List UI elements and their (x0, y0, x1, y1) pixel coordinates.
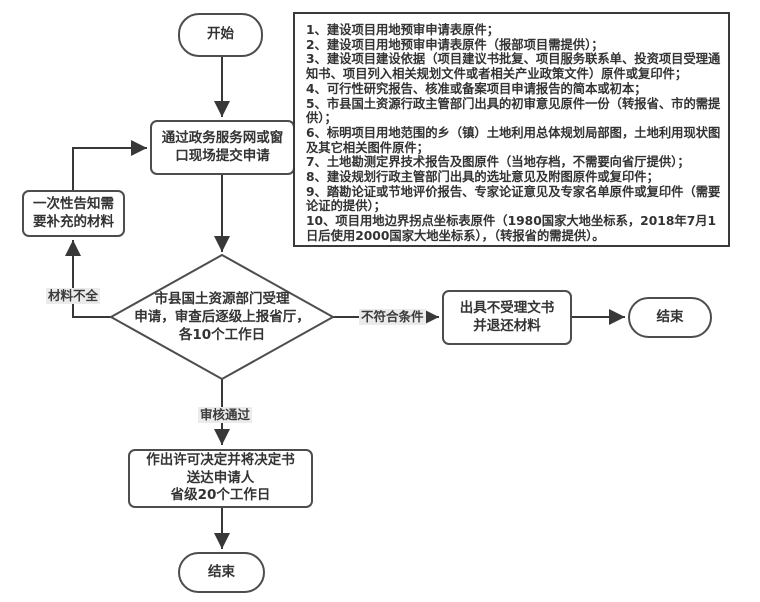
review-decision-diamond (108, 253, 336, 381)
edge-notify-to-submit (72, 140, 147, 190)
materials-list-item: 7、土地勘测定界技术报告及图原件（当地存档，不需要向省厅提供）； (306, 155, 690, 170)
materials-list-item: 10、项目用地边界拐点坐标表原件（1980国家大地坐标系，2018年7月1日后使… (306, 214, 717, 243)
submit-application-node: 通过政务服务网或窗 口现场提交申请 (150, 120, 295, 175)
materials-list-item: 3、建设项目建设依据（项目建议书批复、项目服务联系单、投资项目受理通知书、项目列… (306, 52, 721, 82)
materials-list-item: 6、标明项目用地范围的乡（镇）土地利用总体规划局部图，土地利用现状图及其它相关图… (306, 125, 721, 155)
reject-document-node: 出具不受理文书 并退还材料 (442, 290, 572, 345)
edge-label-review-passed: 审核通过 (198, 407, 253, 423)
edge-review-to-notify (65, 240, 111, 318)
materials-list-panel: 1、建设项目用地预审申请表原件； 2、建设项目用地预审申请表原件（报部项目需提供… (293, 12, 730, 247)
decision-delivery-node: 作出许可决定并将决定书 送达申请人 省级20个工作日 (128, 449, 313, 508)
end-node-bottom: 结束 (178, 552, 265, 593)
notify-supplement-node: 一次性告知需 要补充的材料 (22, 190, 125, 237)
end-node-right: 结束 (628, 297, 712, 338)
materials-list-item: 9、踏勘论证或节地评价报告、专家论证意见及专家名单原件或复印件（需要论证的提供）… (306, 184, 721, 214)
review-decision-label: 市县国土资源部门受理 申请，审查后逐级上报省厅， 各10个工作日 (134, 291, 310, 343)
materials-list-item: 8、建设规划行政主管部门出具的选址意见及附图原件或复印件； (306, 170, 659, 185)
edge-label-not-meet-conditions: 不符合条件 (359, 309, 426, 325)
edge-label-materials-incomplete: 材料不全 (46, 288, 101, 304)
materials-list-item: 4、可行性研究报告、核准或备案项目申请报告的简本或初本； (306, 81, 647, 96)
materials-list-item: 2、建设项目用地预审申请表原件（报部项目需提供）； (306, 37, 604, 52)
materials-list-item: 5、市县国土资源行政主管部门出具的初审意见原件一份（转报省、市的需提供）； (306, 96, 721, 126)
start-node: 开始 (178, 13, 263, 57)
materials-list-item: 1、建设项目用地预审申请表原件； (306, 23, 500, 37)
